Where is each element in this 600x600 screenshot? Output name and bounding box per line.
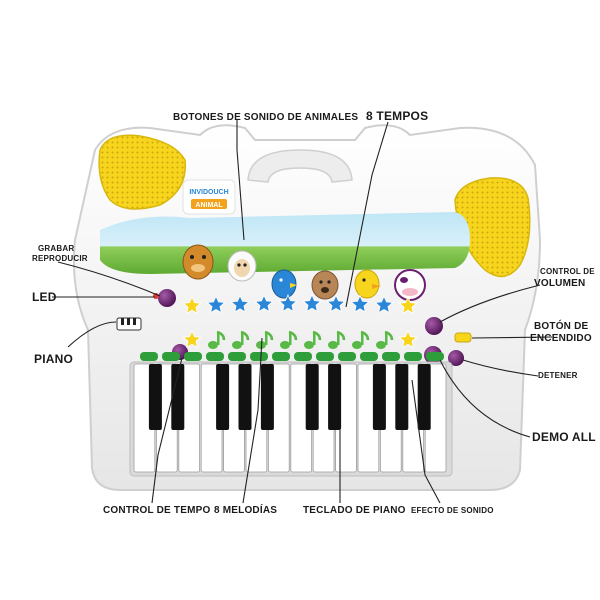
melody-note-button[interactable]: [304, 330, 322, 349]
key-number-tab: [426, 352, 444, 361]
key-number-tab: [382, 352, 400, 361]
melody-note-button[interactable]: [208, 330, 226, 349]
melody-note-button[interactable]: [280, 330, 298, 349]
label-stop: DETENER: [538, 371, 578, 380]
brand-badge: INVIDOUCH ANIMAL: [182, 179, 236, 215]
tempo-star-button[interactable]: [278, 294, 298, 313]
label-volume-line1: CONTROL DE: [540, 267, 595, 276]
brand-line2: ANIMAL: [195, 202, 223, 209]
label-volume-line2: VOLUMEN: [534, 278, 586, 289]
black-key[interactable]: [171, 364, 185, 430]
animal-buttons: [182, 244, 426, 301]
animal-button-bird[interactable]: [271, 269, 297, 299]
animal-button-giraffe[interactable]: [182, 244, 214, 280]
animal-button-dog[interactable]: [311, 270, 339, 300]
tempo-star-button[interactable]: [182, 296, 202, 315]
animal-button-cow[interactable]: [394, 269, 426, 301]
melody-note-button[interactable]: [232, 330, 250, 349]
label-power-line2: ENCENDIDO: [530, 333, 592, 344]
tempo-star-button[interactable]: [374, 295, 394, 314]
key-number-tab: [228, 352, 246, 361]
black-key[interactable]: [148, 364, 162, 430]
label-eight-melodies: 8 MELODÍAS: [214, 505, 278, 516]
label-animal-buttons: BOTONES DE SONIDO DE ANIMALES: [173, 112, 359, 123]
black-key[interactable]: [417, 364, 431, 430]
label-piano-keyboard: TECLADO DE PIANO: [303, 505, 406, 516]
melody-note-button[interactable]: [376, 330, 394, 349]
key-number-tab: [316, 352, 334, 361]
black-key[interactable]: [238, 364, 252, 430]
label-eight-tempos: 8 TEMPOS: [366, 109, 429, 123]
black-key[interactable]: [395, 364, 409, 430]
stop-button[interactable]: [448, 350, 464, 366]
tempo-star-button[interactable]: [302, 294, 322, 313]
black-key[interactable]: [260, 364, 274, 430]
record-button[interactable]: [158, 289, 176, 307]
piano-mode-icon[interactable]: [116, 317, 142, 331]
sound-effect-star-button[interactable]: [182, 330, 202, 349]
left-speaker: [98, 134, 187, 210]
key-number-tab: [338, 352, 356, 361]
key-number-tab: [162, 352, 180, 361]
power-button[interactable]: [454, 332, 472, 343]
meadow-scene: [100, 212, 470, 274]
label-power-line1: BOTÓN DE: [534, 321, 589, 332]
tempo-star-button[interactable]: [350, 294, 370, 313]
animal-button-duck[interactable]: [354, 269, 381, 299]
key-number-tab: [206, 352, 224, 361]
label-piano: PIANO: [34, 352, 74, 366]
melody-note-button[interactable]: [352, 330, 370, 349]
black-key[interactable]: [305, 364, 319, 430]
right-speaker: [454, 177, 531, 278]
piano-keyboard: [129, 361, 453, 477]
tempo-star-button[interactable]: [254, 294, 274, 313]
tempo-star-button[interactable]: [398, 296, 418, 315]
tempo-buttons: [182, 294, 418, 315]
key-number-tab: [184, 352, 202, 361]
key-number-tab: [250, 352, 268, 361]
label-led: LED: [32, 290, 57, 304]
key-number-tab: [404, 352, 422, 361]
melody-note-button[interactable]: [256, 330, 274, 349]
label-playback: REPRODUCIR: [32, 254, 88, 263]
black-key[interactable]: [372, 364, 386, 430]
tempo-star-button[interactable]: [206, 295, 226, 314]
key-number-strip: [140, 352, 444, 361]
key-number-tab: [272, 352, 290, 361]
key-number-tab: [294, 352, 312, 361]
key-number-tab: [360, 352, 378, 361]
carry-handle: [247, 149, 353, 183]
black-key[interactable]: [328, 364, 342, 430]
tempo-star-button[interactable]: [230, 294, 250, 313]
animal-button-sheep[interactable]: [227, 250, 257, 282]
label-record: GRABAR: [38, 244, 75, 253]
melody-buttons: [182, 330, 418, 349]
label-demo-all: DEMO ALL: [532, 430, 596, 444]
sound-effect-star-button[interactable]: [398, 330, 418, 349]
label-tempo-control: CONTROL DE TEMPO: [103, 505, 211, 516]
label-sound-effect: EFECTO DE SONIDO: [411, 506, 494, 515]
callout-leaders: [52, 120, 553, 504]
brand-line1: INVIDOUCH: [189, 189, 228, 196]
melody-note-button[interactable]: [328, 330, 346, 349]
key-number-tab: [140, 352, 158, 361]
tempo-star-button[interactable]: [326, 294, 346, 313]
black-key[interactable]: [216, 364, 230, 430]
volume-button[interactable]: [425, 317, 443, 335]
